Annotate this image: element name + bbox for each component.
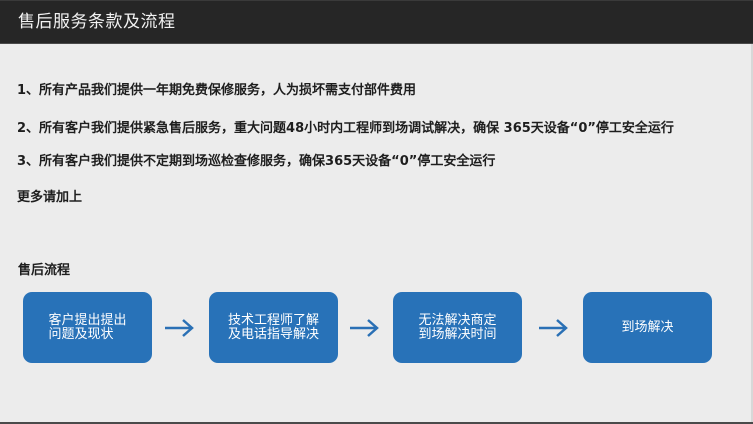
process-step-4: 到场解决 [583,292,712,363]
step-1-line-1: 客户提出提出 [48,312,127,328]
step-4-line-1: 到场解决 [621,319,674,335]
step-3-line-1: 无法解决商定 [418,312,497,328]
step-3-line-2: 到场解决时间 [418,326,497,342]
step-1-line-2: 问题及现状 [48,326,114,342]
page-title: 售后服务条款及流程 [18,12,176,32]
right-arrow-icon [165,319,194,337]
step-2-line-1: 技术工程师了解 [227,312,319,328]
process-step-2: 技术工程师了解 及电话指导解决 [209,292,338,363]
process-step-3: 无法解决商定 到场解决时间 [393,292,522,363]
term-item-1: 1、所有产品我们提供一年期免费保修服务，人为损坏需支付部件费用 [17,83,417,98]
term-item-2: 2、所有客户我们提供紧急售后服务，重大问题48小时内工程师到场调试解决，确保 3… [17,121,674,136]
process-step-1: 客户提出提出 问题及现状 [23,292,152,363]
term-item-3: 3、所有客户我们提供不定期到场巡检查修服务，确保365天设备“0”停工安全运行 [17,154,496,169]
right-edge-divider [751,44,753,422]
step-2-line-2: 及电话指导解决 [227,326,319,342]
right-arrow-icon [539,319,568,337]
process-title: 售后流程 [18,263,71,278]
header-bar: 售后服务条款及流程 [0,0,753,44]
term-more: 更多请加上 [17,190,83,205]
right-arrow-icon [350,319,379,337]
bottom-edge-divider [0,422,753,424]
